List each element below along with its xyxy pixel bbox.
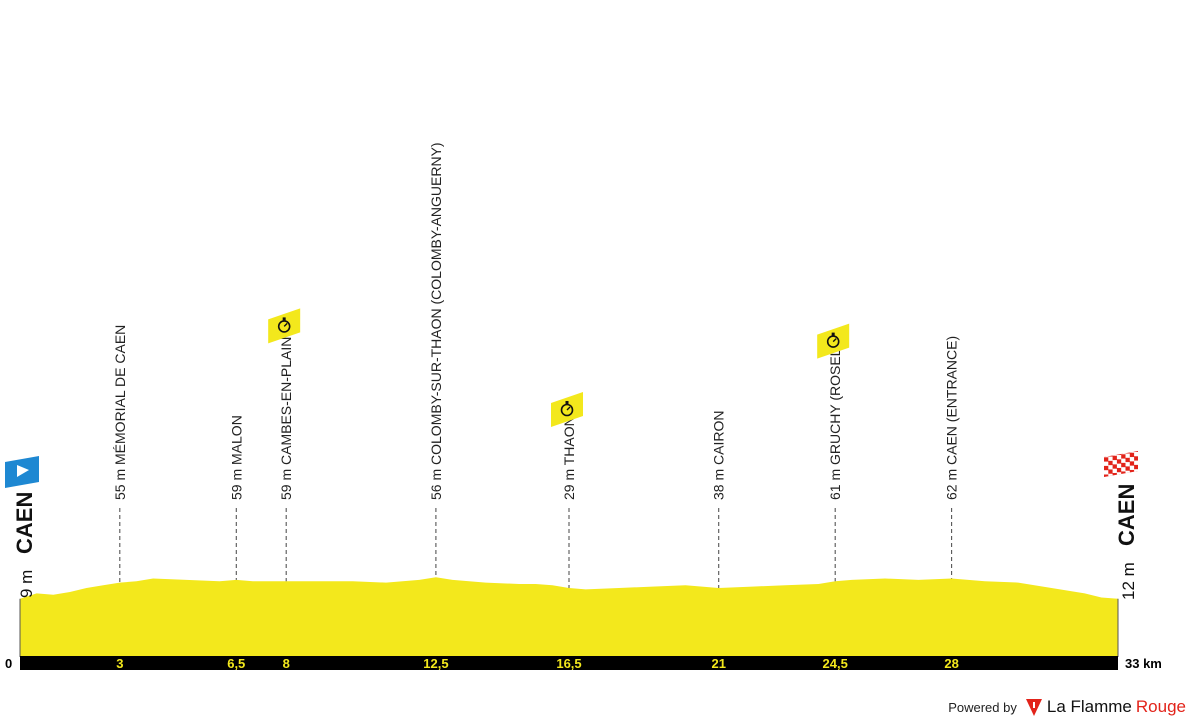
finish-town-label: CAEN xyxy=(1114,484,1139,546)
finish-altitude-label: 12 m xyxy=(1119,562,1138,600)
waypoint-label-1: 59 m MALON xyxy=(228,415,244,500)
x-tick-label-3: 8 xyxy=(283,656,290,671)
waypoint-label-5: 38 m CAIRON xyxy=(711,411,727,500)
x-tick-label-9: 33 km xyxy=(1125,656,1162,671)
x-tick-label-6: 21 xyxy=(711,656,725,671)
stopwatch-icon-6 xyxy=(826,335,840,348)
profile-area xyxy=(20,577,1118,657)
waypoint-label-3: 56 m COLOMBY-SUR-THAON (COLOMBY-ANGUERNY… xyxy=(428,142,444,500)
x-tick-label-7: 24,5 xyxy=(823,656,848,671)
powered-by-text: Powered by xyxy=(948,699,1017,715)
x-tick-label-2: 6,5 xyxy=(227,656,245,671)
start-town-label: CAEN xyxy=(12,492,37,554)
waypoint-label-4: 29 m THAON xyxy=(561,416,577,500)
waypoint-label-6: 61 m GRUCHY (ROSEL) xyxy=(827,344,843,500)
stopwatch-crown-2 xyxy=(282,317,286,321)
start-play-icon xyxy=(17,465,29,477)
stopwatch-hand-2 xyxy=(283,322,288,327)
x-tick-label-1: 3 xyxy=(116,656,123,671)
x-tick-label-5: 16,5 xyxy=(556,656,581,671)
brand-name-part1: La Flamme xyxy=(1046,697,1132,716)
x-tick-label-0: 0 xyxy=(5,656,12,671)
stopwatch-hand-4 xyxy=(566,406,571,411)
stopwatch-hand-6 xyxy=(832,338,837,343)
start-altitude-label: 9 m xyxy=(17,570,36,598)
flamme-rouge-icon xyxy=(1025,699,1042,716)
waypoint-label-0: 55 m MÉMORIAL DE CAEN xyxy=(112,325,128,500)
x-tick-label-8: 28 xyxy=(944,656,958,671)
brand-name-part2: Rouge xyxy=(1135,697,1186,716)
waypoint-label-7: 62 m CAEN (ENTRANCE) xyxy=(944,336,960,500)
x-tick-label-4: 12,5 xyxy=(423,656,448,671)
stopwatch-icon-4 xyxy=(560,403,574,417)
distance-bar xyxy=(20,656,1118,670)
stopwatch-icon-2 xyxy=(277,320,291,333)
stopwatch-crown-4 xyxy=(565,401,569,404)
stopwatch-crown-6 xyxy=(831,332,835,336)
waypoint-label-2: 59 m CAMBES-EN-PLAINE xyxy=(278,327,294,500)
